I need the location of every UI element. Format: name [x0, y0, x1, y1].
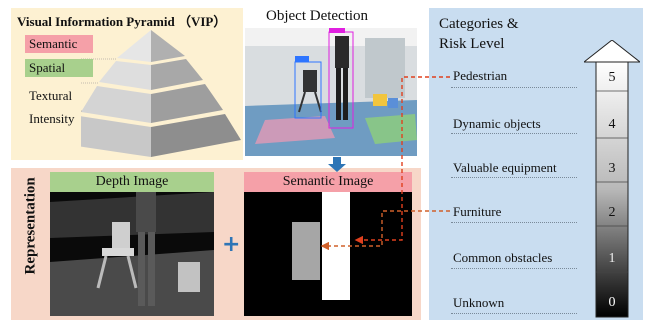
photo-chair	[303, 70, 317, 92]
category-divider	[451, 133, 577, 134]
categories-title-line-2: Risk Level	[439, 36, 505, 52]
object-detection-photo	[245, 28, 417, 156]
risk-level-1: 1	[609, 251, 616, 266]
category-divider	[451, 268, 577, 269]
photo-person-leg-2	[343, 68, 348, 120]
photo-chair-leg-2	[314, 91, 322, 113]
depth-chair-leg-2	[126, 255, 138, 289]
photo-floor-mat	[255, 116, 335, 144]
vip-level-semantic: Semantic	[25, 35, 93, 53]
vip-level-intensity: Intensity	[29, 111, 75, 126]
photo-person-torso	[335, 36, 349, 68]
depth-person-leg	[138, 232, 145, 306]
down-arrow-icon	[328, 157, 346, 172]
object-detection-title: Object Detection	[266, 8, 369, 24]
pyramid-tier-semantic-right	[151, 30, 185, 62]
plus-sign: +	[222, 232, 241, 257]
category-furniture: Furniture	[453, 204, 502, 219]
category-pedestrian: Pedestrian	[453, 68, 508, 83]
semantic-image-header: Semantic Image	[244, 172, 412, 192]
category-dynamic-objects: Dynamic objects	[453, 116, 541, 131]
semantic-person-region	[322, 192, 350, 300]
pyramid-tier-semantic-left	[117, 30, 151, 62]
pyramid-tier-intensity-right	[151, 114, 241, 157]
depth-chair-seat	[102, 248, 134, 256]
chair-bbox-tag	[295, 56, 309, 62]
representation-label: Representation	[22, 177, 39, 275]
risk-level-3: 3	[609, 161, 616, 176]
depth-image-header: Depth Image	[50, 172, 214, 192]
photo-toy-block-2	[388, 98, 398, 108]
risk-scale-bar	[595, 61, 629, 318]
person-bbox-tag	[329, 28, 345, 33]
pyramid-tier-textural-right	[151, 84, 223, 123]
depth-box	[178, 262, 200, 292]
vip-title: Visual Information Pyramid （VIP）	[17, 14, 227, 29]
categories-title-line-1: Categories &	[439, 16, 519, 32]
photo-person-leg	[336, 68, 341, 120]
pyramid-figure	[81, 30, 241, 157]
category-divider	[451, 177, 577, 178]
semantic-image	[244, 192, 412, 316]
risk-level-4: 4	[609, 117, 616, 132]
depth-person-leg-2	[148, 232, 155, 306]
risk-level-0: 0	[609, 295, 616, 310]
category-divider	[451, 87, 577, 88]
vip-level-spatial: Spatial	[25, 59, 93, 77]
depth-chair-leg	[96, 255, 108, 289]
risk-arrow-head	[584, 40, 640, 63]
depth-floor	[50, 250, 214, 316]
category-unknown: Unknown	[453, 295, 505, 310]
vip-level-textural: Textural	[29, 88, 73, 103]
pyramid-tier-textural-left	[81, 86, 151, 123]
depth-wall	[50, 192, 214, 238]
categories-title: Categories & Risk Level	[439, 14, 519, 54]
category-common-obstacles: Common obstacles	[453, 250, 553, 265]
categories-panel: Categories & Risk Level Pedestrian Dynam…	[429, 8, 643, 320]
depth-chair-back	[112, 222, 130, 250]
semantic-chair-region	[292, 222, 320, 280]
category-valuable-equipment: Valuable equipment	[453, 160, 557, 175]
risk-level-scale: 5 4 3 2 1 0	[584, 40, 640, 318]
depth-person-torso	[136, 192, 156, 232]
risk-level-5: 5	[609, 70, 616, 85]
semantic-image-drawing	[292, 192, 350, 300]
photo-chair-leg	[298, 91, 306, 113]
photo-toy-block	[373, 94, 387, 106]
pyramid-tier-spatial-left	[99, 61, 151, 90]
category-divider	[451, 313, 577, 314]
risk-level-2: 2	[609, 205, 616, 220]
pyramid-tier-spatial-right	[151, 59, 203, 90]
category-divider	[451, 222, 577, 223]
photo-window	[365, 38, 405, 98]
vip-panel: Visual Information Pyramid （VIP） Semanti…	[11, 8, 243, 160]
pyramid-tier-intensity-left	[81, 116, 151, 157]
depth-image	[50, 192, 214, 316]
